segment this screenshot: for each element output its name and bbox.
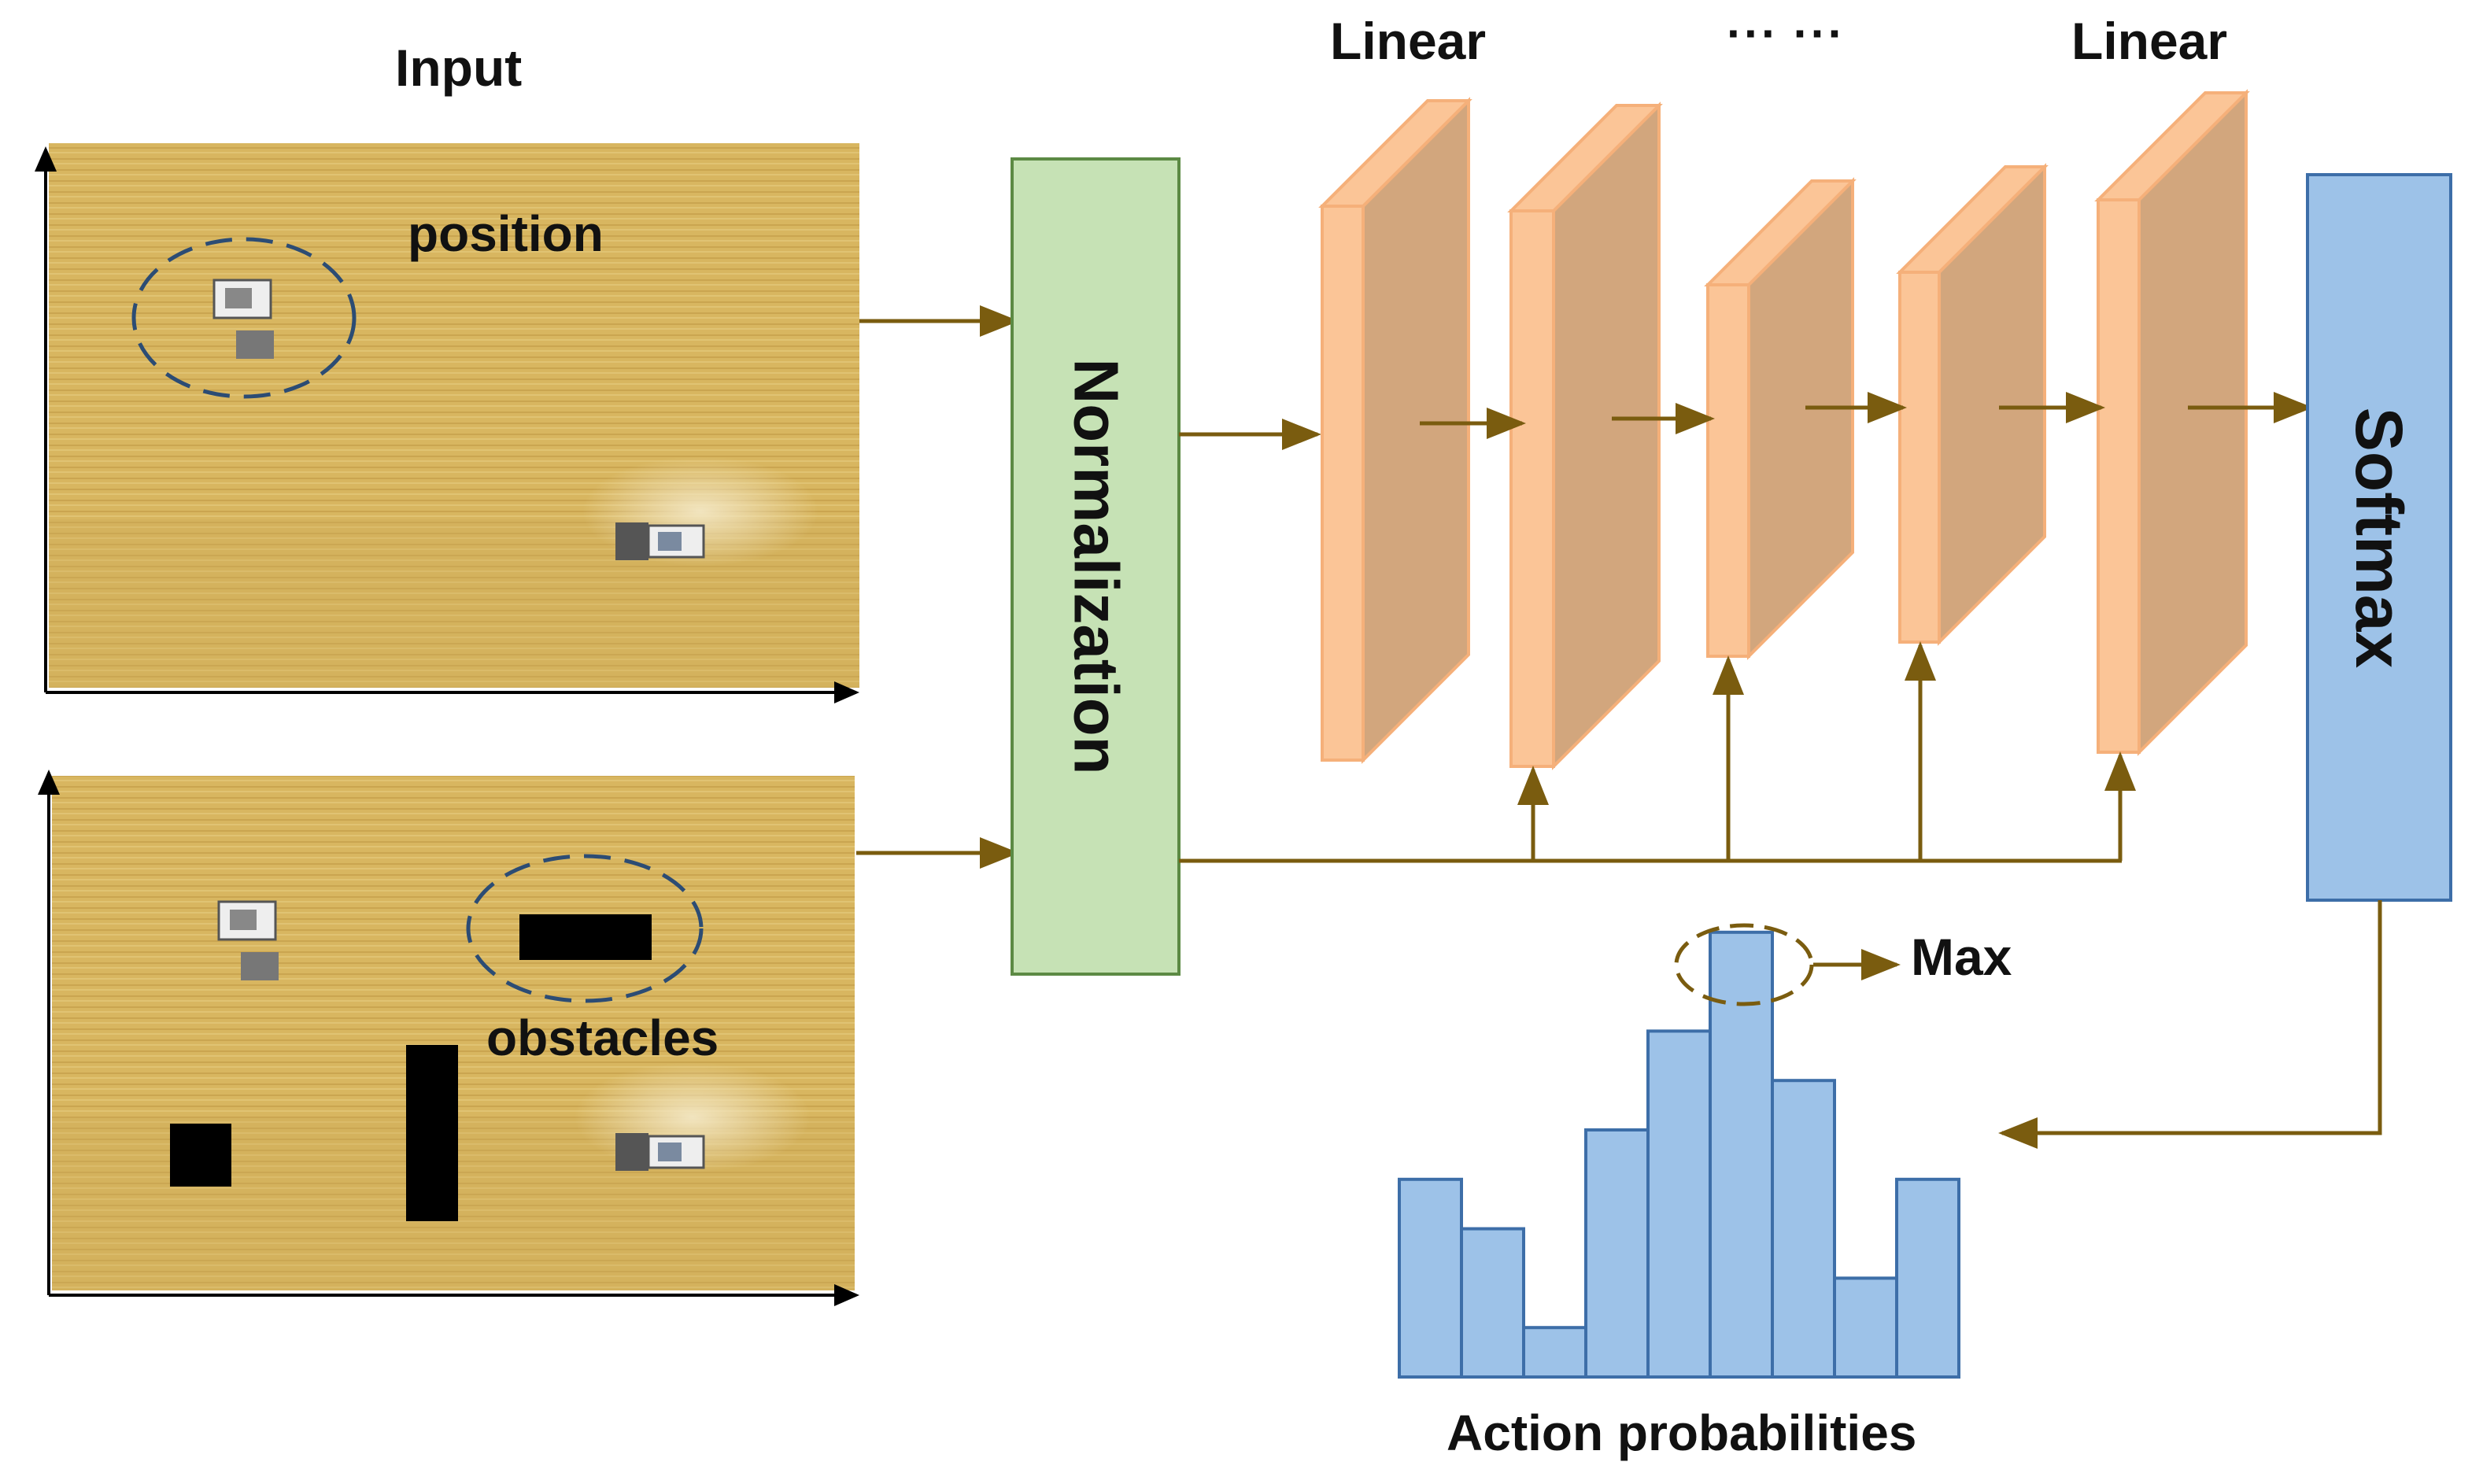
harvester-icon xyxy=(615,1133,705,1171)
tractor-icon xyxy=(212,279,274,359)
histogram-bar xyxy=(1646,1029,1712,1379)
obstacle-block xyxy=(406,1045,458,1221)
linear-layer-1 xyxy=(1318,97,1472,764)
linear-label-last: Linear xyxy=(2071,12,2228,70)
histogram-bar xyxy=(1584,1128,1650,1379)
normalization-label-box: Normalization xyxy=(1012,159,1179,974)
input-field-obstacles-image xyxy=(38,770,859,1306)
max-label: Max xyxy=(1911,928,2012,986)
obstacles-label: obstacles xyxy=(486,1010,719,1066)
obstacles-highlight-ellipse xyxy=(466,854,704,1003)
linear-layer-5 xyxy=(2094,89,2250,756)
histogram-bar xyxy=(1771,1079,1836,1379)
harvester-icon xyxy=(615,522,705,560)
action-probabilities-histogram xyxy=(1398,930,1960,1379)
position-label: position xyxy=(408,205,604,262)
histogram-bar xyxy=(1895,1177,1960,1379)
obstacle-block xyxy=(170,1124,231,1187)
softmax-block xyxy=(2306,173,2452,902)
obstacle-block xyxy=(519,914,652,960)
histogram-bar xyxy=(1460,1227,1525,1379)
softmax-output-arrow xyxy=(1998,900,2382,1149)
linear-layer-4 xyxy=(1896,163,2049,646)
softmax-label: Softmax xyxy=(2342,407,2417,668)
softmax-label-box: Softmax xyxy=(2307,175,2451,900)
skip-connection xyxy=(1179,641,2136,863)
histogram-bar xyxy=(1398,1177,1463,1379)
input-field-position-image xyxy=(35,143,859,703)
linear-layer-3 xyxy=(1704,177,1857,660)
histogram-bar xyxy=(1709,930,1774,1379)
position-highlight-ellipse xyxy=(131,237,357,399)
histogram-bar xyxy=(1833,1276,1898,1379)
normalization-block xyxy=(1011,157,1181,976)
ellipsis-label: ··· ··· xyxy=(1727,7,1846,60)
max-highlight-ellipse xyxy=(1674,923,1814,1006)
tractor-icon xyxy=(217,900,279,980)
linear-label-first: Linear xyxy=(1330,12,1487,70)
normalization-label: Normalization xyxy=(1061,358,1132,775)
histogram-title: Action probabilities xyxy=(1447,1405,1917,1461)
linear-layer-2 xyxy=(1507,102,1663,770)
histogram-bar xyxy=(1522,1326,1587,1379)
input-title: Input xyxy=(395,39,523,97)
